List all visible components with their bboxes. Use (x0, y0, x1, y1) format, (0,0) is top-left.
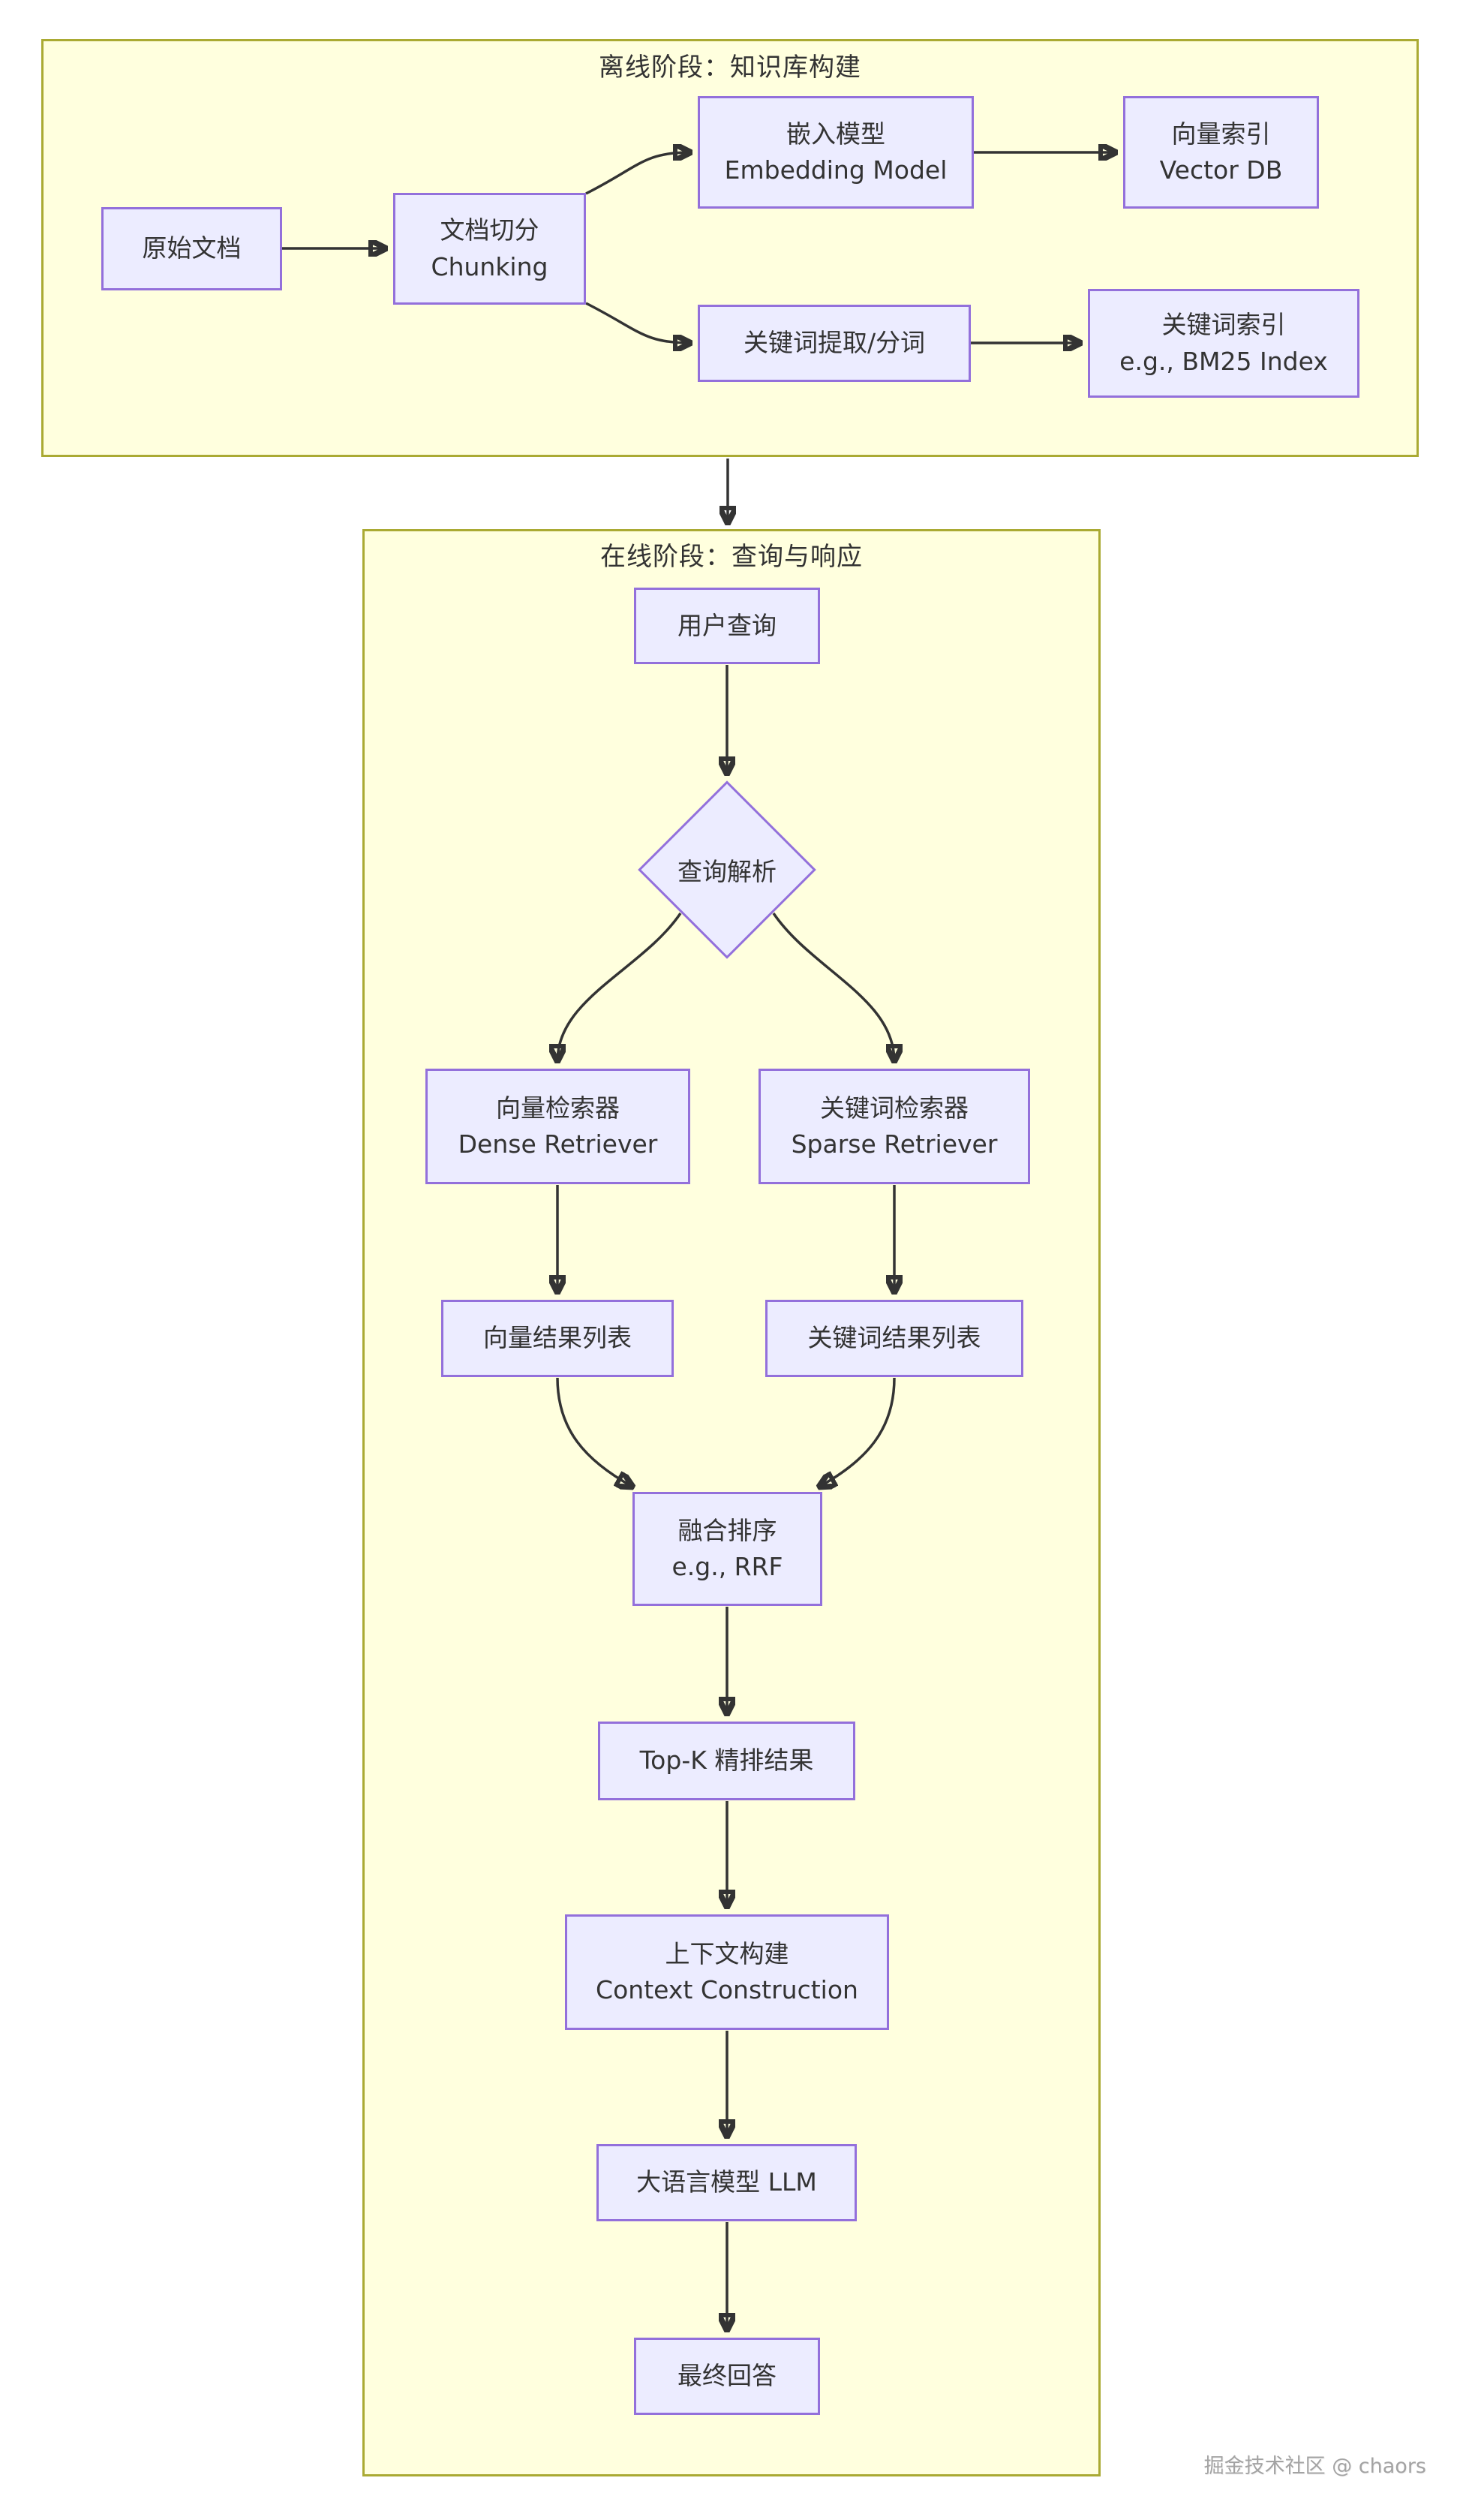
node-dense-retriever-label-en: Dense Retriever (458, 1129, 658, 1159)
node-llm: 大语言模型 LLM (596, 2144, 857, 2221)
online-cluster-title: 在线阶段：查询与响应 (600, 542, 863, 572)
node-user-query: 用户查询 (634, 588, 820, 664)
node-vector-db-label-en: Vector DB (1159, 155, 1283, 185)
node-keyword-extract-label: 关键词提取/分词 (743, 328, 926, 358)
node-keyword-index: 关键词索引 e.g., BM25 Index (1088, 289, 1359, 398)
node-chunking: 文档切分 Chunking (393, 193, 586, 305)
offline-cluster-title: 离线阶段：知识库构建 (599, 53, 861, 83)
node-final-answer: 最终回答 (634, 2338, 820, 2415)
node-embedding-model: 嵌入模型 Embedding Model (698, 96, 974, 209)
node-context-construction: 上下文构建 Context Construction (565, 1914, 889, 2030)
node-keyword-index-label-zh: 关键词索引 (1161, 310, 1286, 340)
node-final-answer-label: 最终回答 (677, 2361, 777, 2391)
node-chunking-label-zh: 文档切分 (440, 215, 539, 245)
node-topk-label: Top-K 精排结果 (639, 1746, 814, 1776)
node-chunking-label-en: Chunking (431, 251, 548, 281)
node-query-parse-label: 查询解析 (677, 857, 777, 886)
watermark-text: 掘金技术社区 @ chaors (1203, 2455, 1426, 2478)
node-sparse-retriever-label-zh: 关键词检索器 (820, 1093, 969, 1123)
node-keyword-extract: 关键词提取/分词 (698, 305, 971, 382)
node-fusion-label-en: e.g., RRF (671, 1552, 783, 1581)
node-embedding-label-en: Embedding Model (724, 155, 948, 185)
node-fusion-label-zh: 融合排序 (677, 1515, 777, 1545)
node-raw-doc-label: 原始文档 (142, 233, 242, 263)
node-sparse-retriever-label-en: Sparse Retriever (791, 1129, 998, 1159)
node-raw-doc: 原始文档 (101, 207, 282, 290)
node-topk-results: Top-K 精排结果 (598, 1722, 855, 1800)
node-keyword-index-label-en: e.g., BM25 Index (1119, 346, 1328, 376)
node-embedding-label-zh: 嵌入模型 (786, 119, 885, 149)
node-keyword-results-label: 关键词结果列表 (807, 1323, 981, 1353)
node-dense-retriever: 向量检索器 Dense Retriever (425, 1069, 690, 1184)
node-vector-results-label: 向量结果列表 (483, 1323, 632, 1353)
node-vector-db: 向量索引 Vector DB (1123, 96, 1319, 209)
node-keyword-results: 关键词结果列表 (765, 1300, 1023, 1377)
node-vector-db-label-zh: 向量索引 (1171, 119, 1271, 149)
node-user-query-label: 用户查询 (677, 610, 777, 640)
node-vector-results: 向量结果列表 (441, 1300, 674, 1377)
node-sparse-retriever: 关键词检索器 Sparse Retriever (759, 1069, 1030, 1184)
node-llm-label: 大语言模型 LLM (636, 2167, 817, 2197)
node-fusion-ranking: 融合排序 e.g., RRF (632, 1492, 822, 1606)
node-dense-retriever-label-zh: 向量检索器 (496, 1093, 620, 1123)
node-context-label-zh: 上下文构建 (665, 1938, 789, 1968)
node-context-label-en: Context Construction (596, 1975, 858, 2004)
